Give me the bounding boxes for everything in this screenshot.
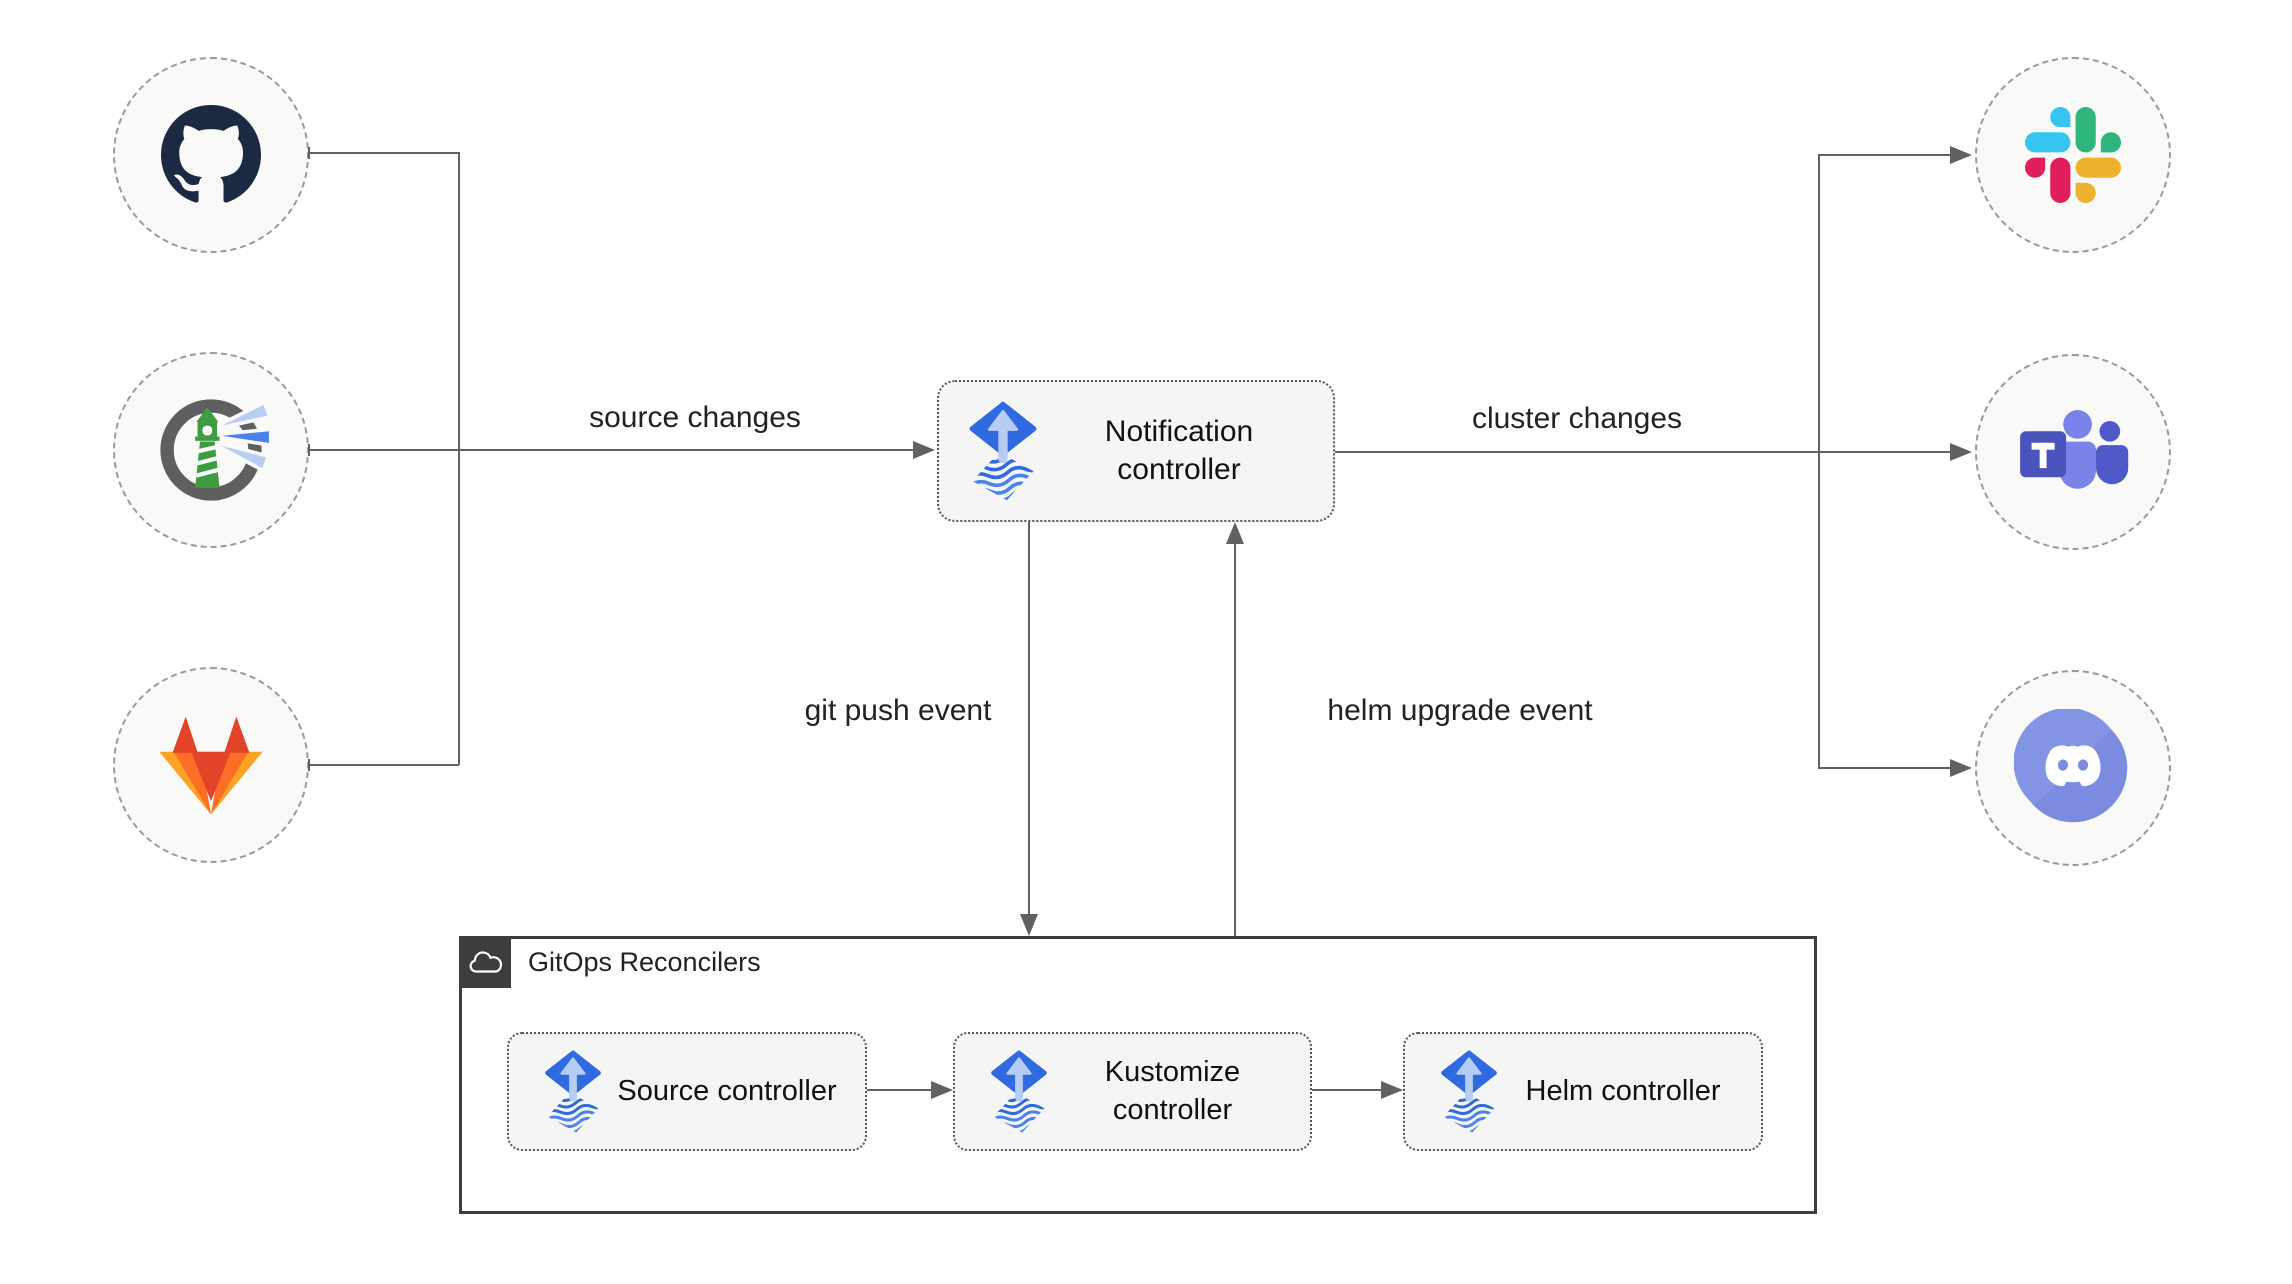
github-icon bbox=[161, 105, 261, 205]
microsoft-teams-icon bbox=[2013, 406, 2133, 498]
group-header bbox=[459, 936, 511, 988]
edge-label-source-changes: source changes bbox=[589, 401, 801, 434]
github-node bbox=[113, 57, 309, 253]
arrowhead bbox=[1950, 443, 1972, 461]
connector-line-discord bbox=[1818, 767, 1950, 769]
right-bus-line bbox=[1818, 154, 1820, 768]
notification-controller-label: Notification controller bbox=[1104, 414, 1254, 486]
connector-line-github bbox=[309, 152, 459, 154]
arrowhead bbox=[1381, 1081, 1403, 1099]
source-controller-box: Source controller bbox=[507, 1032, 867, 1151]
connector-line-git-push bbox=[1028, 522, 1030, 914]
discord-node bbox=[1975, 670, 2171, 866]
helm-controller-label: Helm controller bbox=[1525, 1074, 1721, 1107]
connector-line-helm-upgrade bbox=[1234, 544, 1236, 936]
arrowhead bbox=[1950, 759, 1972, 777]
arrowhead bbox=[1226, 522, 1244, 544]
arrowhead bbox=[913, 441, 935, 459]
edge-label-git-push-event: git push event bbox=[804, 694, 992, 727]
gitlab-icon bbox=[156, 712, 266, 818]
discord-icon bbox=[2014, 709, 2132, 827]
source-controller-label: Source controller bbox=[617, 1074, 837, 1107]
connector-line-cluster-changes bbox=[1335, 451, 1952, 453]
flux-logo-icon bbox=[989, 1049, 1049, 1134]
harbor-node bbox=[113, 352, 309, 548]
flux-logo-icon bbox=[1439, 1049, 1499, 1134]
teams-node bbox=[1975, 354, 2171, 550]
left-bus-line bbox=[458, 152, 460, 765]
flux-logo-icon bbox=[967, 400, 1039, 502]
connection-tick bbox=[308, 759, 310, 771]
gitlab-node bbox=[113, 667, 309, 863]
notification-controller-box: Notification controller bbox=[937, 380, 1335, 522]
arrowhead bbox=[931, 1081, 953, 1099]
harbor-icon bbox=[150, 389, 272, 511]
kustomize-controller-box: Kustomize controller bbox=[953, 1032, 1312, 1151]
group-title: GitOps Reconcilers bbox=[528, 946, 761, 977]
slack-icon bbox=[2025, 107, 2121, 203]
cloud-icon bbox=[467, 949, 503, 976]
kustomize-controller-label: Kustomize controller bbox=[1104, 1056, 1241, 1126]
flux-logo-icon bbox=[543, 1049, 603, 1134]
connector-line-slack bbox=[1818, 154, 1950, 156]
connector-line-source-changes bbox=[309, 449, 915, 451]
edge-label-cluster-changes: cluster changes bbox=[1471, 402, 1683, 435]
connection-tick bbox=[308, 444, 310, 456]
edge-label-helm-upgrade-event: helm upgrade event bbox=[1327, 694, 1593, 727]
connection-tick bbox=[308, 147, 310, 159]
connector-line-gitlab bbox=[309, 764, 459, 766]
slack-node bbox=[1975, 57, 2171, 253]
arrowhead bbox=[1020, 914, 1038, 936]
connector-line-kustomize-helm bbox=[1312, 1089, 1381, 1091]
arrowhead bbox=[1950, 146, 1972, 164]
connector-line-source-kustomize bbox=[867, 1089, 931, 1091]
helm-controller-box: Helm controller bbox=[1403, 1032, 1763, 1151]
